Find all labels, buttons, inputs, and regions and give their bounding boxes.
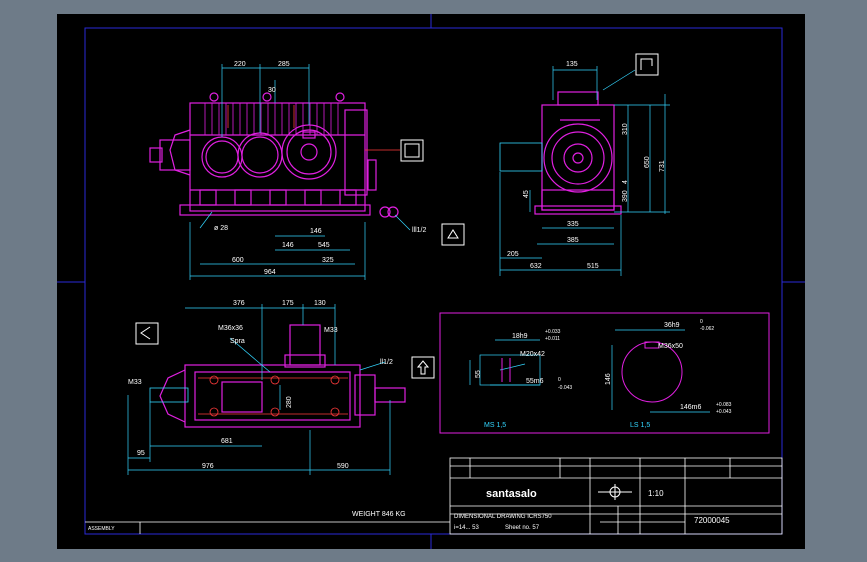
vent-symbol — [635, 53, 659, 76]
front-side-label: lll1/2 — [412, 227, 427, 234]
front-dim-146b: 146 — [282, 242, 294, 249]
side-dim-335: 335 — [567, 221, 579, 228]
top-dim-130: 130 — [314, 300, 326, 307]
top-label-ll12: ll1/2 — [380, 359, 393, 366]
top-dim-376: 376 — [233, 300, 245, 307]
front-dim-30: 30 — [268, 87, 276, 94]
detail-right-tol4: +0.043 — [716, 409, 732, 415]
detail-left-tol2: +0.011 — [545, 336, 560, 342]
detail-left-55m6: 55m6 — [526, 378, 544, 385]
front-dim-600: 600 — [232, 257, 244, 264]
front-dim-325: 325 — [322, 257, 334, 264]
bottom-label: ASSEMBLY — [88, 526, 115, 532]
side-dim-45: 45 — [523, 190, 530, 198]
drawing-title: DIMENSIONAL DRAWING ICRS750 — [454, 514, 552, 520]
side-dim-731: 731 — [659, 160, 666, 172]
side-dim-390: 390 — [622, 190, 629, 202]
drawing-subinfo-2: Sheet no. 57 — [505, 525, 540, 531]
front-dim-545: 545 — [318, 242, 330, 249]
top-label-m36: M36x36 — [218, 325, 243, 332]
detail-left-tol4: -0.043 — [558, 385, 572, 391]
detail-left-55: 55 — [475, 370, 482, 378]
detail-right-146: 146 — [605, 373, 612, 385]
drain-symbol — [441, 223, 465, 246]
front-dim-220: 220 — [234, 61, 246, 68]
detail-right-tol3: +0.083 — [716, 402, 732, 408]
front-dim-285: 285 — [278, 61, 290, 68]
drawing-number: 72000045 — [694, 516, 730, 525]
side-view: 135 310 650 731 390 4 45 335 385 205 632… — [499, 53, 670, 276]
side-dim-4: 4 — [622, 180, 629, 184]
top-label-m33a: M33 — [324, 327, 338, 334]
side-dim-385: 385 — [567, 237, 579, 244]
sheet-frame — [57, 14, 805, 549]
detail-right-tol1: 0 — [700, 319, 703, 325]
weight-label: WEIGHT 846 KG — [352, 511, 406, 518]
side-dim-632: 632 — [530, 263, 542, 270]
top-view: 376 175 130 M36x36 Spra M33 ll1/2 M33 28… — [127, 300, 435, 518]
top-dim-976: 976 — [202, 463, 214, 470]
title-block: santasalo DIMENSIONAL DRAWING ICRS750 i=… — [85, 457, 783, 535]
top-dim-590: 590 — [337, 463, 349, 470]
front-dim-146a: 146 — [310, 228, 322, 235]
mount-symbol-right — [411, 356, 435, 379]
side-dim-135: 135 — [566, 61, 578, 68]
drawing-scale: 1:10 — [648, 489, 664, 498]
side-dim-205: 205 — [507, 251, 519, 258]
detail-right-tol2: -0.062 — [700, 326, 714, 332]
shaft-details: 18h9 M20x42 55m6 55 +0.033 +0.011 0 -0.0… — [439, 312, 770, 434]
detail-right-m36: M36x50 — [658, 343, 683, 350]
top-dim-681: 681 — [221, 438, 233, 445]
detail-left-m20: M20x42 — [520, 351, 545, 358]
detail-left-tol3: 0 — [558, 377, 561, 383]
company-logo: santasalo — [486, 488, 537, 500]
oil-level-symbol — [400, 139, 424, 162]
detail-left-tol1: +0.033 — [545, 329, 561, 335]
top-dim-95: 95 — [137, 450, 145, 457]
top-label-280: 280 — [286, 396, 293, 408]
front-dia-label: ø 28 — [214, 225, 228, 232]
top-label-spra: Spra — [230, 338, 245, 345]
top-dim-175: 175 — [282, 300, 294, 307]
detail-right-146m6: 146m6 — [680, 404, 702, 411]
side-dim-310: 310 — [622, 123, 629, 135]
detail-left-18h9: 18h9 — [512, 333, 528, 340]
drawing-subinfo-1: i=14... 53 — [454, 525, 480, 531]
detail-right-36h9: 36h9 — [664, 322, 680, 329]
front-dim-964: 964 — [264, 269, 276, 276]
front-view: 220 285 30 ø 28 146 146 545 600 325 964 … — [149, 61, 465, 280]
side-dim-650: 650 — [644, 156, 651, 168]
detail-right-scale: LS 1,5 — [630, 422, 650, 429]
drawing-sheet — [57, 14, 805, 549]
mount-symbol-left — [135, 322, 159, 345]
side-dim-515: 515 — [587, 263, 599, 270]
detail-left-scale: MS 1,5 — [484, 422, 506, 429]
top-label-m33b: M33 — [128, 379, 142, 386]
